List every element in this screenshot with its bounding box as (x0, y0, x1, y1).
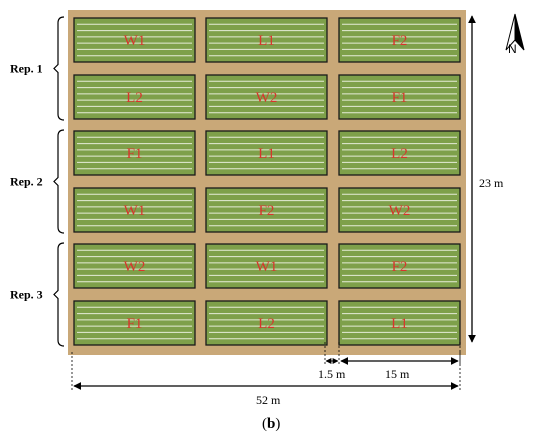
plot-label: W2 (124, 259, 146, 275)
plot-rect (205, 300, 328, 346)
caption-open: ( (262, 416, 267, 432)
plot-label: L1 (258, 146, 275, 162)
plot: L1 (338, 300, 461, 346)
plot: W2 (205, 74, 328, 120)
width-dimension (71, 352, 461, 392)
caption-letter: b (267, 416, 275, 432)
plot-label: W2 (256, 90, 278, 106)
plot: W1 (205, 243, 328, 289)
plot-label: L2 (126, 90, 143, 106)
plot: F1 (73, 130, 196, 176)
plot: L2 (338, 130, 461, 176)
plot-rect (73, 300, 196, 346)
plot-label: L1 (391, 316, 408, 332)
plot-label: F1 (127, 316, 143, 332)
plot-rect (73, 130, 196, 176)
plot-label: W2 (389, 203, 411, 219)
plot: L2 (205, 300, 328, 346)
plot-label: F2 (259, 203, 275, 219)
gap-dimension (324, 342, 340, 366)
gap-dimension-label: 1.5 m (318, 367, 346, 381)
caption-close: ) (275, 416, 280, 432)
plot-label: W1 (256, 259, 278, 275)
plot: W2 (73, 243, 196, 289)
plot: F2 (205, 187, 328, 233)
plot-rect (205, 17, 328, 63)
plot: F1 (338, 74, 461, 120)
plot: W1 (73, 17, 196, 63)
replicate-bracket (53, 16, 65, 121)
north-arrow-icon (505, 13, 525, 51)
replicate-bracket (53, 242, 65, 347)
figure-caption: (b) (262, 416, 280, 432)
plot-label: L2 (391, 146, 408, 162)
plot-rect (338, 243, 461, 289)
plot-rect (338, 74, 461, 120)
plot-rect (205, 243, 328, 289)
plot: L1 (205, 130, 328, 176)
field-background (68, 10, 466, 355)
replicate-label: Rep. 3 (10, 288, 43, 302)
height-dimension-label: 23 m (479, 176, 504, 190)
plot-rect (73, 17, 196, 63)
plot: F2 (338, 17, 461, 63)
plot-rect (73, 187, 196, 233)
plot-width-dimension (340, 342, 461, 366)
plot: W1 (73, 187, 196, 233)
plot-rect (73, 74, 196, 120)
plot: W2 (338, 187, 461, 233)
plot-rect (205, 74, 328, 120)
plot-rect (338, 17, 461, 63)
width-dimension-label: 52 m (256, 393, 281, 407)
plot-label: F2 (392, 259, 408, 275)
plot-rect (73, 243, 196, 289)
plot-rect (205, 187, 328, 233)
plot-width-dimension-label: 15 m (385, 367, 410, 381)
replicate-label: Rep. 1 (10, 62, 43, 76)
plot-label: W1 (124, 33, 146, 49)
replicate-bracket (53, 129, 65, 234)
plot: F2 (338, 243, 461, 289)
plot-rect (338, 300, 461, 346)
plot-label: F1 (127, 146, 143, 162)
plot: L1 (205, 17, 328, 63)
plot-rect (338, 187, 461, 233)
replicate-label: Rep. 2 (10, 175, 43, 189)
plot-label: L1 (258, 33, 275, 49)
plot-label: F1 (392, 90, 408, 106)
plot-rect (205, 130, 328, 176)
plot: F1 (73, 300, 196, 346)
plot: L2 (73, 74, 196, 120)
plot-label: L2 (258, 316, 275, 332)
replicate-brackets: Rep. 1 Rep. 2 Rep. 3 (10, 16, 65, 347)
north-label: N (508, 42, 517, 56)
plot-label: W1 (124, 203, 146, 219)
plot-rect (338, 130, 461, 176)
plot-label: F2 (392, 33, 408, 49)
